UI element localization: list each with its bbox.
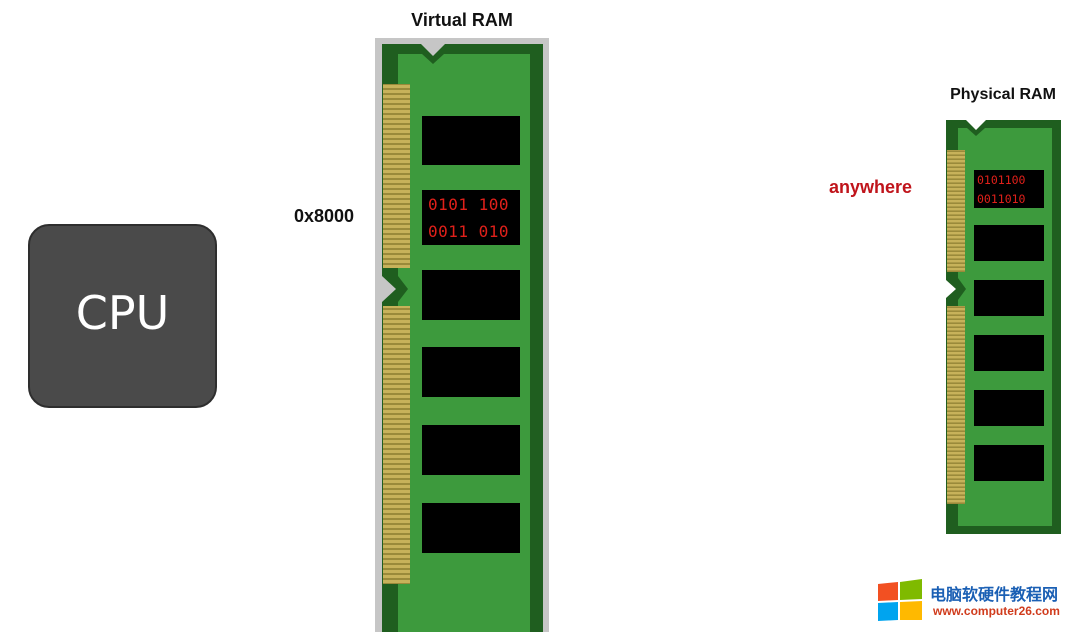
physical-ram-location-label: anywhere	[829, 177, 913, 197]
virtual-ram-chip	[422, 425, 520, 475]
virtual-ram-contacts-top	[383, 84, 410, 268]
logo-red-pane	[878, 582, 898, 601]
watermark-logo	[878, 579, 922, 621]
physical-ram-data-line-1: 0101100	[977, 173, 1026, 187]
logo-yellow-pane	[900, 601, 922, 620]
watermark-url: www.computer26.com	[933, 604, 1060, 618]
physical-ram-chip	[974, 335, 1044, 371]
virtual-ram-data-line-1: 0101 100	[428, 195, 510, 214]
virtual-ram-chip	[422, 347, 520, 397]
logo-blue-pane	[878, 602, 898, 621]
cpu-label: CPU	[75, 286, 170, 340]
physical-ram-data-chip	[974, 170, 1044, 208]
physical-ram-chip	[974, 445, 1044, 481]
virtual-ram-title: Virtual RAM	[411, 10, 513, 30]
virtual-ram-address-label: 0x8000	[294, 206, 355, 226]
cpu-box	[28, 224, 217, 408]
physical-ram-stick	[946, 120, 1061, 534]
physical-ram-data-line-2: 0011010	[977, 192, 1026, 206]
physical-ram-contacts-bottom	[947, 306, 965, 504]
watermark-site-name: 电脑软硬件教程网	[930, 585, 1059, 604]
physical-ram-chip	[974, 280, 1044, 316]
physical-ram-contacts-top	[947, 150, 965, 272]
physical-ram-chip	[974, 225, 1044, 261]
virtual-ram-contacts-bottom	[383, 306, 410, 584]
logo-green-pane	[900, 579, 922, 600]
virtual-ram-chip	[422, 116, 520, 165]
virtual-ram-stick	[375, 38, 549, 632]
virtual-ram-data-chip	[422, 190, 520, 245]
virtual-ram-chip	[422, 270, 520, 320]
physical-ram-title: Physical RAM	[950, 86, 1056, 103]
cpu-block	[28, 224, 217, 408]
virtual-ram-data-line-2: 0011 010	[428, 222, 510, 241]
virtual-ram-chip	[422, 503, 520, 553]
physical-ram-chip	[974, 390, 1044, 426]
